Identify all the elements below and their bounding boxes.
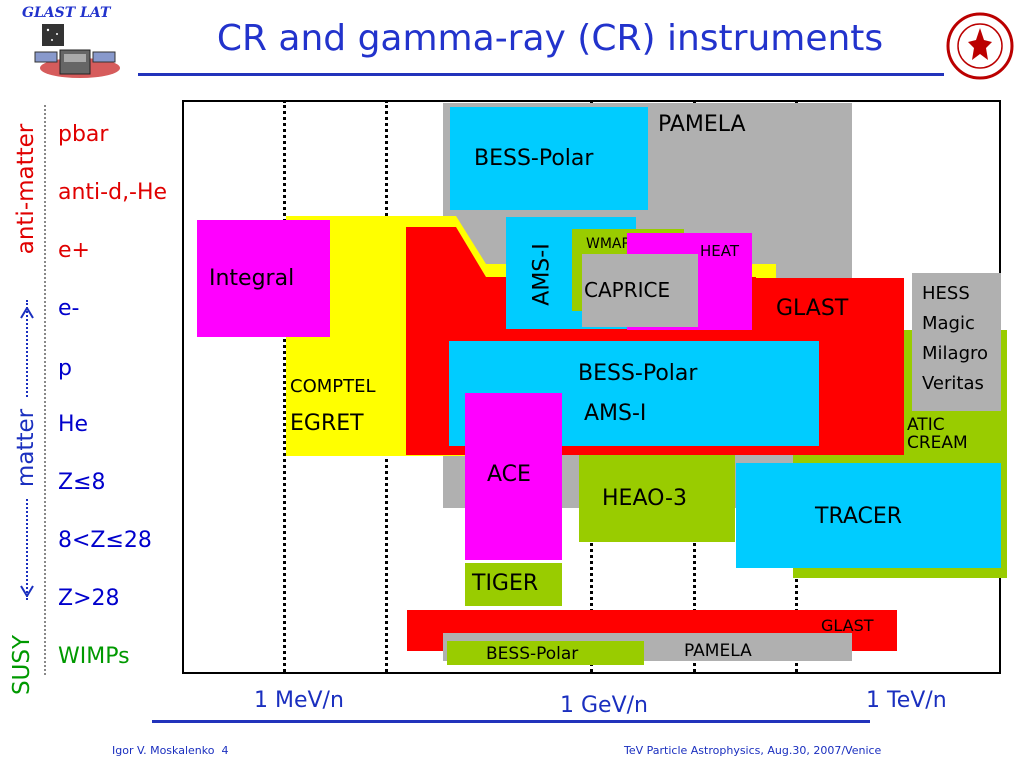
tracer-label: TRACER bbox=[815, 504, 903, 529]
arrow-up-icon bbox=[20, 307, 34, 319]
tiger-box bbox=[465, 563, 562, 606]
particle-positron: e+ bbox=[58, 238, 90, 263]
caprice-box bbox=[582, 254, 698, 327]
glast-bottom-label: GLAST bbox=[821, 616, 874, 635]
ace-box bbox=[465, 393, 562, 560]
page-number: 4 bbox=[221, 744, 229, 757]
matter-label: matter bbox=[13, 398, 39, 498]
footer-divider bbox=[152, 720, 870, 723]
pamela-label: PAMELA bbox=[658, 112, 746, 137]
ace-label: ACE bbox=[487, 462, 531, 487]
footer-event: TeV Particle Astrophysics, Aug.30, 2007/… bbox=[624, 744, 882, 757]
bess-polar-top-box bbox=[450, 107, 648, 210]
bess-polar-mid-label: BESS-Polar bbox=[578, 361, 698, 386]
glast-satellite-icon bbox=[34, 24, 120, 78]
hess-group-label: HESS Magic Milagro Veritas bbox=[922, 283, 989, 394]
footer-author: Igor V. Moskalenko 4 bbox=[112, 744, 229, 757]
particle-proton: p bbox=[58, 356, 72, 381]
ams-vertical-label: AMS-I bbox=[529, 243, 555, 306]
particle-electron: e- bbox=[58, 296, 80, 321]
bess-polar-bottom-label: BESS-Polar bbox=[486, 644, 579, 664]
tiger-label: TIGER bbox=[472, 571, 539, 596]
tick-gev: 1 GeV/n bbox=[560, 693, 648, 718]
stanford-seal-icon bbox=[946, 12, 1014, 80]
arrow-down-icon bbox=[20, 585, 34, 597]
page-title: CR and gamma-ray (CR) instruments bbox=[216, 18, 884, 59]
particle-z-8-28: 8<Z≤28 bbox=[58, 528, 152, 553]
particle-pbar: pbar bbox=[58, 122, 109, 147]
comptel-label: COMPTEL bbox=[290, 376, 376, 397]
integral-label: Integral bbox=[209, 266, 295, 291]
side-divider bbox=[44, 105, 46, 675]
ams-mid-label: AMS-I bbox=[584, 401, 647, 426]
tracer-box bbox=[736, 463, 1001, 568]
particle-wimps: WIMPs bbox=[58, 644, 130, 669]
susy-label: SUSY bbox=[9, 634, 35, 696]
heao3-label: HEAO-3 bbox=[602, 486, 687, 511]
glast-lat-logo-text: GLAST LAT bbox=[22, 5, 111, 21]
tick-tev: 1 TeV/n bbox=[866, 688, 947, 713]
particle-z-gt-28: Z>28 bbox=[58, 586, 120, 611]
particle-helium: He bbox=[58, 412, 89, 437]
anti-matter-label: anti-matter bbox=[13, 123, 39, 255]
title-underline bbox=[138, 73, 944, 76]
tick-mev: 1 MeV/n bbox=[254, 688, 344, 713]
bess-polar-top-label: BESS-Polar bbox=[474, 146, 594, 171]
grid-line bbox=[283, 100, 286, 672]
wmap-label: WMAP bbox=[586, 236, 630, 252]
integral-box bbox=[197, 220, 330, 337]
heao3-box bbox=[579, 455, 735, 542]
particle-anti-d-he: anti-d,-He bbox=[58, 180, 168, 205]
glast-label: GLAST bbox=[776, 296, 849, 321]
heat-label: HEAT bbox=[700, 242, 740, 260]
particle-z-le-8: Z≤8 bbox=[58, 470, 106, 495]
bess-polar-bottom-bar bbox=[447, 641, 644, 665]
egret-label: EGRET bbox=[290, 411, 364, 436]
hess-group-box bbox=[912, 273, 1001, 411]
pamela-bottom-label: PAMELA bbox=[684, 641, 752, 661]
caprice-label: CAPRICE bbox=[584, 278, 671, 302]
